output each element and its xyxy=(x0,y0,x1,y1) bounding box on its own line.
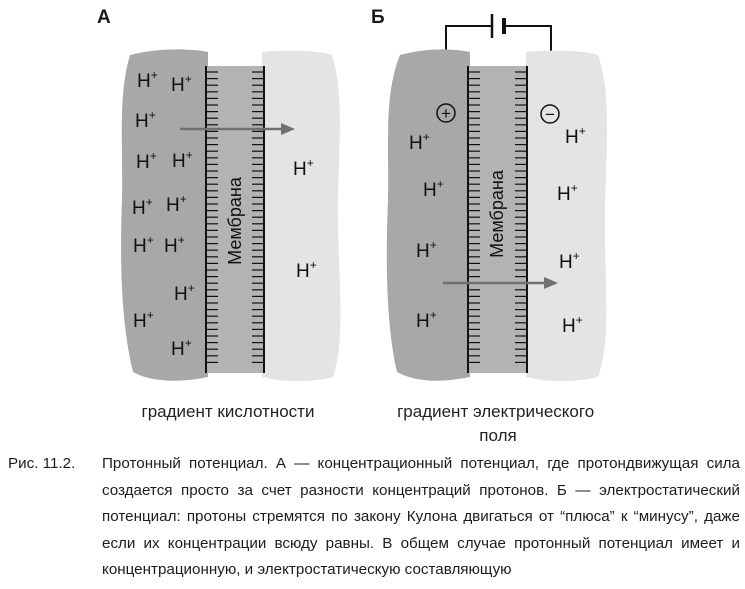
proton-label: H+ xyxy=(423,177,444,201)
panel-b-positive-region xyxy=(386,49,470,381)
panel-a-low-concentration-region xyxy=(262,50,341,382)
proton-label: H+ xyxy=(174,281,195,305)
panel-a-proton-flow-arrow xyxy=(180,123,295,135)
panel-b: Б Мембрана + − H+ H+ H+ H+ H+ H+ H+ H+ xyxy=(371,7,608,445)
panel-b-membrane-label: Мембрана xyxy=(487,169,507,258)
proton-label: H+ xyxy=(557,181,578,205)
proton-label: H+ xyxy=(132,195,153,219)
panel-a-caption: градиент кислотности xyxy=(142,402,315,421)
proton-label: H+ xyxy=(296,258,317,282)
panel-b-membrane xyxy=(468,66,527,373)
panel-b-caption: градиент электрического поля xyxy=(397,402,599,445)
panel-b-membrane-lipid-ticks xyxy=(468,71,527,363)
proton-label: H+ xyxy=(416,238,437,262)
panel-a-label: А xyxy=(97,7,111,28)
proton-label: H+ xyxy=(565,124,586,148)
panel-a-high-concentration-region xyxy=(121,49,208,381)
positive-electrode-symbol: + xyxy=(441,104,451,123)
panel-b-caption-line-2: поля xyxy=(479,426,516,445)
figure-caption: Рис. 11.2. Протонный потенциал. А — конц… xyxy=(8,451,740,584)
panel-b-protons: H+ H+ H+ H+ H+ H+ H+ H+ xyxy=(409,124,586,337)
proton-label: H+ xyxy=(409,130,430,154)
proton-label: H+ xyxy=(133,233,154,257)
proton-label: H+ xyxy=(133,308,154,332)
panel-a-protons: H+ H+ H+ H+ H+ H+ H+ H+ H+ H+ H+ H+ H+ H+ xyxy=(132,68,317,360)
proton-label: H+ xyxy=(166,192,187,216)
panel-a-caption-line-1: градиент кислотности xyxy=(142,402,315,421)
panel-a-membrane-lipid-ticks xyxy=(206,71,264,363)
figure-caption-text: Протонный потенциал. А — концентрационны… xyxy=(102,455,740,578)
panel-a: А Мембрана H+ H+ H+ H+ H+ H+ H+ H+ H+ H+ H+ H+ H+H+ … xyxy=(97,7,341,421)
panel-b-negative-region xyxy=(526,50,608,382)
negative-electrode-symbol: − xyxy=(545,105,555,124)
panel-a-membrane-label: Мембрана xyxy=(225,176,245,265)
positive-electrode-icon: + xyxy=(436,103,456,123)
panel-b-label: Б xyxy=(371,7,385,28)
panel-b-proton-flow-arrow xyxy=(443,277,558,289)
figure-caption-label: Рис. 11.2. xyxy=(8,455,76,472)
proton-label: H+ xyxy=(164,233,185,257)
proton-label: H+ xyxy=(136,149,157,173)
proton-potential-figure: А Мембрана H+H+H+H+H+H+H+H+H+H+H+H+H+H+ … xyxy=(97,7,608,445)
proton-label: H+ xyxy=(171,336,192,360)
panel-a-membrane xyxy=(206,66,264,373)
negative-electrode-icon: − xyxy=(540,104,560,124)
panel-b-caption-line-1: градиент электрического xyxy=(397,402,594,421)
proton-label: H+ xyxy=(293,156,314,180)
proton-label: H+ xyxy=(562,313,583,337)
proton-label: H+ xyxy=(137,68,158,92)
proton-label: H+ xyxy=(172,148,193,172)
proton-label: H+ xyxy=(171,72,192,96)
proton-label: H+ xyxy=(416,308,437,332)
proton-label: H+ xyxy=(135,108,156,132)
proton-label: H+ xyxy=(559,249,580,273)
